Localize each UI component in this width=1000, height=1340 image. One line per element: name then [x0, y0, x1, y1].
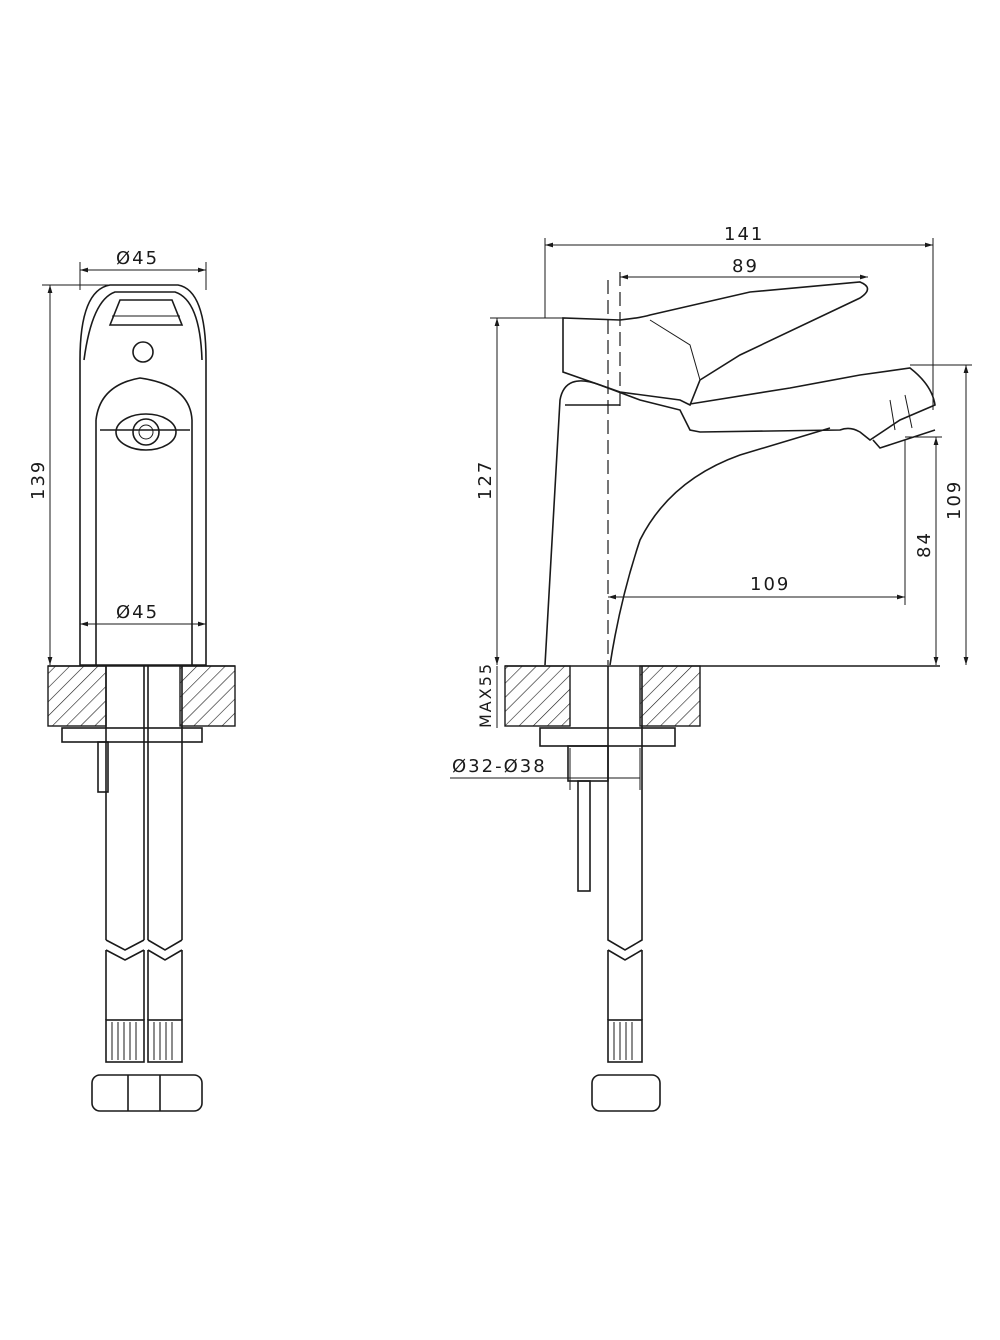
dim-label-top-diameter: Ø45	[116, 248, 159, 269]
side-dim-body-height: 127	[475, 317, 565, 665]
side-dim-max-counter: MAX55	[476, 662, 498, 728]
side-countertop-left	[504, 665, 571, 727]
front-supply-hoses	[61, 666, 203, 1112]
side-dim-spout-height-outer: 109	[910, 364, 972, 665]
dim-label-front-height: 139	[28, 460, 49, 500]
dim-label-body-height: 127	[475, 460, 496, 500]
front-dim-base-diameter: Ø45	[80, 602, 206, 627]
dim-label-max-counter: MAX55	[476, 662, 495, 728]
dim-label-spout-height-inner: 84	[914, 531, 935, 558]
handle-screw-cap	[132, 341, 154, 363]
front-dim-height: 139	[28, 284, 110, 665]
side-supply-hose	[539, 666, 676, 1112]
aerator-icon	[132, 418, 160, 446]
side-dim-hole-diameter: Ø32-Ø38	[450, 748, 641, 790]
dim-label-spout-height-outer: 109	[944, 480, 965, 520]
dim-label-hole-diameter: Ø32-Ø38	[452, 756, 547, 777]
side-dim-overall-length: 141	[544, 224, 934, 410]
side-dim-spout-height-inner: 84	[905, 436, 942, 665]
side-dim-spout-reach: 109	[608, 440, 906, 605]
side-countertop-right	[639, 665, 701, 727]
side-dim-handle-length: 89	[620, 256, 868, 280]
side-faucet-body	[544, 281, 936, 666]
dim-label-base-diameter: Ø45	[116, 602, 159, 623]
front-countertop-left	[47, 665, 107, 727]
front-view: Ø45 Ø45 139	[28, 248, 236, 1112]
front-countertop-right	[179, 665, 236, 727]
front-faucet-body	[79, 284, 207, 666]
front-dim-top-diameter: Ø45	[79, 248, 207, 290]
dim-label-handle-length: 89	[732, 256, 759, 277]
side-view: 141 89 127 109 109 84 MAX55	[450, 224, 972, 1112]
dim-label-overall-length: 141	[724, 224, 764, 245]
dim-label-spout-reach: 109	[750, 574, 790, 595]
